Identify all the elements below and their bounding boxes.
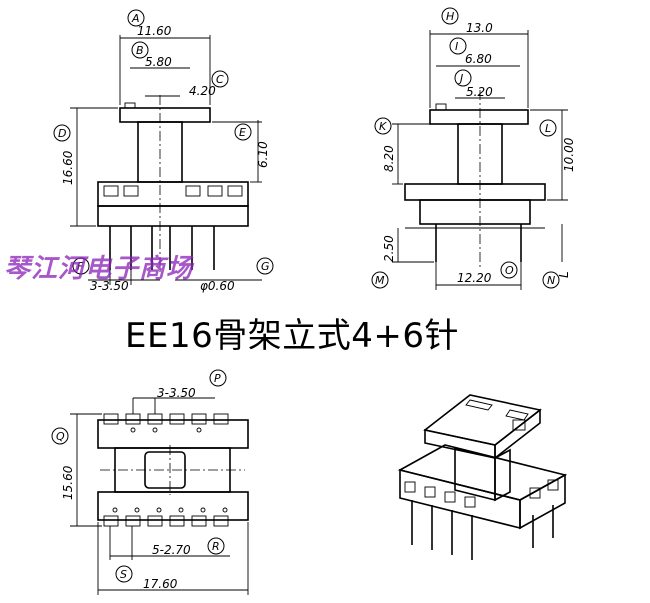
label-p: P (214, 372, 221, 385)
label-a: A (131, 12, 140, 25)
label-g: G (261, 260, 270, 273)
dim-s-value: 17.60 (143, 577, 178, 591)
dim-e-value: 6.10 (256, 141, 270, 168)
bottom-view (70, 397, 249, 595)
dim-i-value: 6.80 (465, 52, 492, 66)
dim-f-value: 3-3.50 (90, 279, 129, 293)
dim-b-value: 5.80 (145, 55, 172, 69)
label-s: S (120, 568, 127, 581)
front-pins (109, 226, 215, 270)
bottom-lower-comb (97, 491, 249, 521)
label-k: K (379, 120, 387, 133)
label-h: H (446, 10, 454, 23)
front-view (70, 35, 262, 285)
side-base-lower (419, 199, 531, 225)
front-base-lower (97, 205, 249, 227)
dim-r-value: 5-2.70 (152, 543, 191, 557)
label-b: B (136, 44, 144, 57)
side-top-flange (429, 109, 529, 125)
side-view (392, 30, 568, 290)
label-n: N (547, 274, 555, 287)
front-top-flange (119, 107, 211, 123)
dim-p-value: 3-3.50 (157, 386, 196, 400)
dim-l-value: 10.00 (562, 137, 576, 172)
dim-h-value: 13.0 (466, 21, 493, 35)
label-q: Q (56, 430, 65, 443)
label-e: E (239, 126, 246, 139)
dim-m-value: 2.50 (382, 235, 396, 262)
dim-n-value: L (557, 271, 571, 278)
label-d: D (58, 127, 66, 140)
dim-o-value: 12.20 (457, 271, 492, 285)
side-base (404, 183, 546, 201)
watermark: 琴江河电子商场 (4, 254, 194, 284)
dim-k-value: 8.20 (382, 145, 396, 172)
label-o: O (505, 264, 514, 277)
dim-d-value: 16.60 (61, 150, 75, 185)
label-f: F (77, 260, 84, 273)
page-title: EE16骨架立式4+6针 (125, 316, 459, 356)
label-r: R (212, 540, 220, 553)
dim-a-value: 11.60 (137, 24, 172, 38)
front-base (97, 181, 249, 207)
label-i: I (455, 40, 458, 53)
label-c: C (216, 73, 224, 86)
dim-c-value: 4.20 (189, 84, 216, 98)
isometric-view (397, 394, 568, 560)
dim-q-value: 15.60 (61, 465, 75, 500)
label-m: M (375, 274, 385, 287)
dim-g-value: φ0.60 (200, 279, 235, 293)
front-top-tab (124, 102, 136, 109)
dim-j-value: 5.20 (466, 85, 493, 99)
label-j: J (458, 72, 463, 85)
label-l: L (545, 122, 551, 135)
